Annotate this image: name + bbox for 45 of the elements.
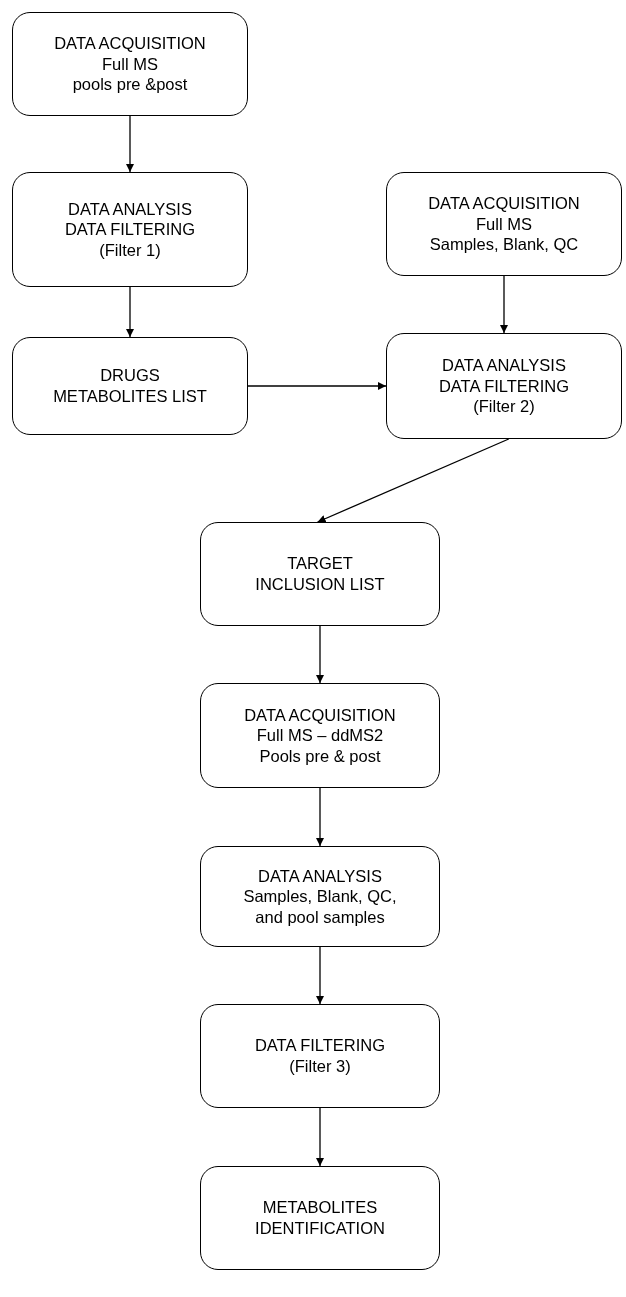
box-text: DATA FILTERING (438, 375, 570, 397)
box-text: Samples, Blank, QC (429, 234, 579, 255)
arrow (500, 275, 508, 334)
arrow (316, 625, 324, 684)
process-box (200, 522, 440, 626)
box-text: Samples, Blank, QC, (243, 886, 397, 907)
process-box (200, 1166, 440, 1270)
box-text: DATA ACQUISITION (54, 33, 206, 54)
box-text: pools pre &post (72, 74, 188, 95)
box-text: (Filter 2) (473, 396, 535, 417)
box-text: Full MS (476, 213, 532, 235)
box-text: Pools pre & post (259, 745, 381, 767)
box-text: DATA FILTERING (254, 1035, 386, 1056)
box-text: INCLUSION LIST (255, 574, 385, 595)
box-text: METABOLITES LIST (53, 386, 207, 407)
process-box (12, 337, 248, 435)
process-box (12, 172, 248, 287)
box-text: DATA ANALYSIS (258, 865, 382, 887)
box-text: DATA FILTERING (64, 219, 196, 240)
box-text: Full MS (102, 53, 158, 75)
box-text: (Filter 3) (289, 1056, 351, 1077)
box-text: DATA ACQUISITION (428, 193, 580, 214)
process-box (200, 846, 440, 947)
box-text: DATA ANALYSIS (442, 355, 566, 376)
arrow (126, 286, 134, 338)
process-box (386, 333, 622, 439)
arrow (316, 1107, 324, 1167)
arrow (126, 115, 134, 173)
arrow (316, 946, 324, 1005)
process-box (12, 12, 248, 116)
box-text: METABOLITES (262, 1197, 378, 1218)
box-text: TARGET (287, 553, 353, 574)
box-text: DATA ACQUISITION (244, 704, 396, 726)
process-box (200, 1004, 440, 1108)
arrow (316, 787, 324, 847)
box-text: DRUGS (100, 365, 160, 386)
box-text: (Filter 1) (99, 239, 161, 261)
arrow (316, 438, 510, 523)
box-text: and pool samples (255, 906, 385, 928)
box-text: DATA ANALYSIS (68, 198, 192, 220)
process-box (386, 172, 622, 276)
process-box (200, 683, 440, 788)
box-text: IDENTIFICATION (255, 1218, 385, 1239)
arrow (247, 382, 387, 390)
box-text: Full MS – ddMS2 (256, 725, 384, 746)
